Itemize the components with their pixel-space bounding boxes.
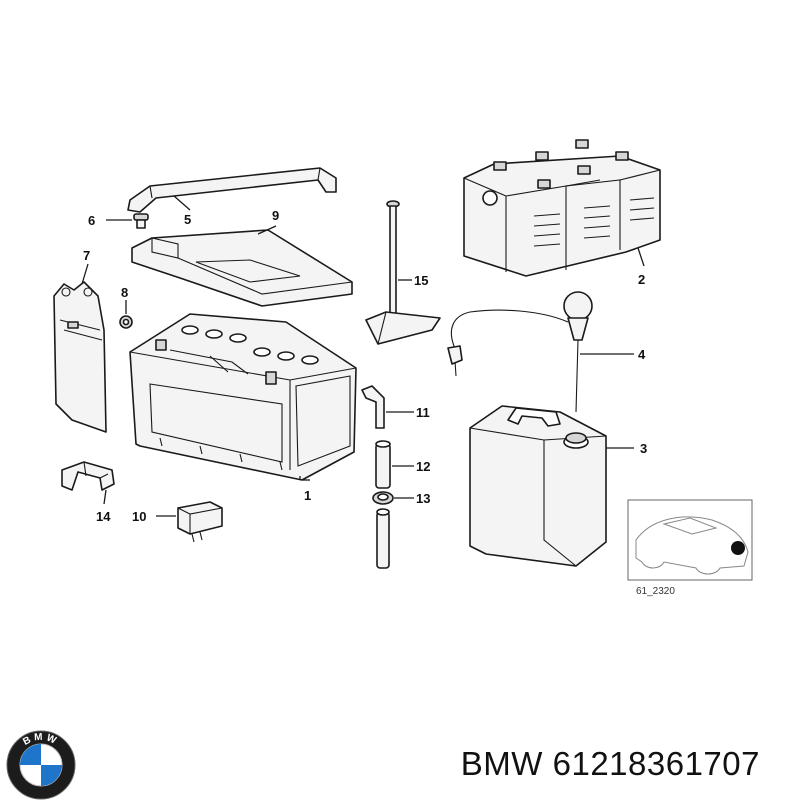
bmw-logo-icon: BMW xyxy=(6,730,76,800)
callout-3: 3 xyxy=(640,441,647,456)
part-14-terminal-cover xyxy=(61,461,115,505)
callout-9: 9 xyxy=(272,208,279,223)
part-2-bottle-pack xyxy=(463,139,661,277)
svg-text:BMW: BMW xyxy=(21,732,60,748)
part-7-plate xyxy=(53,263,107,433)
callout-12: 12 xyxy=(416,459,430,474)
part-15-stand xyxy=(365,200,441,345)
inset-code: 61_2320 xyxy=(636,586,675,597)
callout-13: 13 xyxy=(416,491,430,506)
vent-pipe xyxy=(376,508,390,569)
part-8-nut xyxy=(119,300,133,329)
part-6-screw xyxy=(106,213,149,229)
callout-11: 11 xyxy=(416,405,430,420)
callout-8: 8 xyxy=(121,285,128,300)
location-inset xyxy=(627,499,753,581)
callout-14: 14 xyxy=(96,509,111,524)
bottle-caps xyxy=(493,139,629,189)
part-5-bracket xyxy=(127,167,337,213)
part-3-canister xyxy=(469,405,634,567)
part-1-battery xyxy=(129,313,357,481)
callouts: 1 2 3 4 5 6 7 8 9 10 11 12 13 14 15 61_2… xyxy=(83,208,675,597)
callout-5: 5 xyxy=(184,212,191,227)
callout-1: 1 xyxy=(304,488,311,503)
part-10-block xyxy=(156,501,223,543)
callout-2: 2 xyxy=(638,272,645,287)
brand-footer: BMW BMW 61218361707 xyxy=(0,690,800,800)
callout-10: 10 xyxy=(132,509,146,524)
part-11-vent-elbow xyxy=(361,385,414,429)
callout-15: 15 xyxy=(414,273,428,288)
callout-4: 4 xyxy=(638,347,646,362)
part-13-grommet xyxy=(372,491,414,505)
part-9-cover xyxy=(131,225,353,307)
callout-7: 7 xyxy=(83,248,90,263)
callout-6: 6 xyxy=(88,213,95,228)
part-12-tube xyxy=(375,440,414,489)
part-4-suction-tool xyxy=(447,291,634,413)
part-number-text: BMW 61218361707 xyxy=(460,745,760,782)
